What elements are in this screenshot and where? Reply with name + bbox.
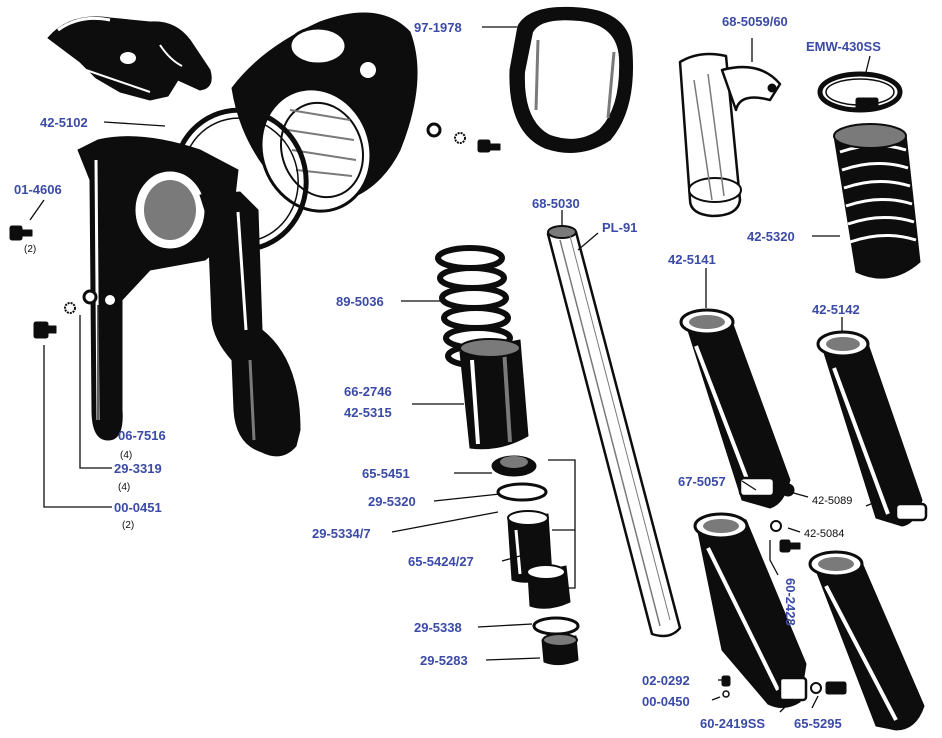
label-p-06-7516: 06-7516 xyxy=(118,428,166,443)
label-p-29-3319: 29-3319 xyxy=(114,461,162,476)
fork-stanchion-part xyxy=(546,225,682,638)
upper-shroud-part xyxy=(47,16,212,101)
label-q-01-4606: (2) xyxy=(24,244,36,255)
label-p-42-5102: 42-5102 xyxy=(40,115,88,130)
label-p-02-0292: 02-0292 xyxy=(642,673,690,688)
label-p-65-5424-27: 65-5424/27 xyxy=(408,554,474,569)
label-p-00-0451: 00-0451 xyxy=(114,500,162,515)
label-p-42-5320: 42-5320 xyxy=(747,229,795,244)
label-p-68-5059-60: 68-5059/60 xyxy=(722,14,788,29)
headlight-hardware-part xyxy=(426,122,501,153)
label-p-97-1978: 97-1978 xyxy=(414,20,462,35)
leader-lines xyxy=(29,26,881,713)
label-p-89-5036: 89-5036 xyxy=(336,294,384,309)
label-p-65-5295: 65-5295 xyxy=(794,716,842,731)
label-p-66-2746: 66-2746 xyxy=(344,384,392,399)
label-p-42-5084: 42-5084 xyxy=(804,528,844,540)
label-p-60-2428: 60-2428 xyxy=(783,578,798,626)
rubber-gaiter-part xyxy=(833,123,921,279)
label-p-29-5334-7: 29-5334/7 xyxy=(312,526,371,541)
label-p-60-2419ss: 60-2419SS xyxy=(700,716,765,731)
bottom-hardware-part xyxy=(721,520,847,698)
bushing-stack-part xyxy=(491,455,580,666)
label-p-emw-430ss: EMW-430SS xyxy=(806,39,881,54)
headlight-shell-part xyxy=(231,12,418,213)
label-p-29-5338: 29-5338 xyxy=(414,620,462,635)
label-p-29-5320: 29-5320 xyxy=(368,494,416,509)
label-p-42-5089: 42-5089 xyxy=(812,495,852,507)
label-p-00-0450: 00-0450 xyxy=(642,694,690,709)
hose-clamp-part xyxy=(817,71,903,113)
headlight-rim-part xyxy=(509,6,633,153)
label-p-42-5142: 42-5142 xyxy=(812,302,860,317)
parts-artwork xyxy=(9,6,928,731)
label-p-67-5057: 67-5057 xyxy=(678,474,726,489)
fork-shroud-part xyxy=(77,136,301,457)
label-p-42-5141: 42-5141 xyxy=(668,252,716,267)
label-q-00-0451: (2) xyxy=(122,520,134,531)
label-p-29-5283: 29-5283 xyxy=(420,653,468,668)
label-p-pl-91: PL-91 xyxy=(602,220,637,235)
label-p-42-5315: 42-5315 xyxy=(344,405,392,420)
label-p-65-5451: 65-5451 xyxy=(362,466,410,481)
label-q-29-3319: (4) xyxy=(118,482,130,493)
headlight-bracket-part xyxy=(678,52,782,218)
lower-leg-42-5141-part xyxy=(679,308,795,509)
label-p-68-5030: 68-5030 xyxy=(532,196,580,211)
label-q-06-7516: (4) xyxy=(120,450,132,461)
lower-slider-right-part xyxy=(808,550,925,731)
fork-tube-sleeve-part xyxy=(459,338,529,450)
lower-leg-42-5142-part xyxy=(816,330,928,527)
label-p-01-4606: 01-4606 xyxy=(14,182,62,197)
lower-slider-67-5057-part xyxy=(693,512,808,708)
left-hardware-part xyxy=(9,225,98,339)
